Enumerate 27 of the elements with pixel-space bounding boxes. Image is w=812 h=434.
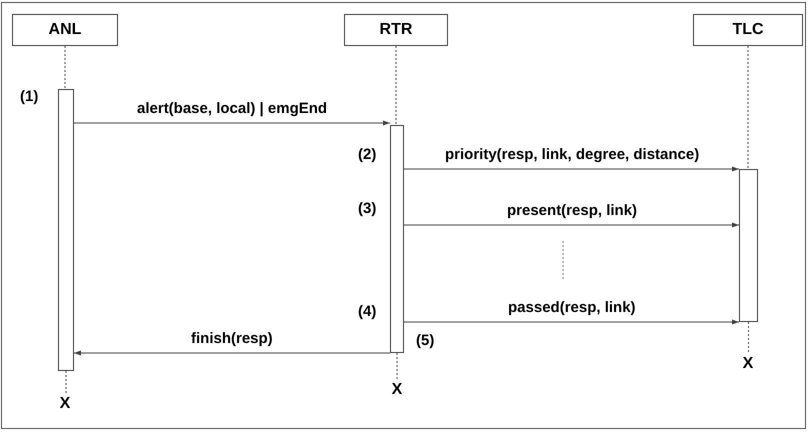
termination-mark: X bbox=[389, 380, 405, 400]
message-label: passed(resp, link) bbox=[506, 299, 638, 316]
step-number: (2) bbox=[358, 146, 376, 163]
lifeline bbox=[64, 46, 66, 90]
participant-box: TLC bbox=[693, 14, 803, 46]
activation-bar bbox=[390, 125, 404, 353]
message-arrow bbox=[74, 350, 390, 356]
step-number: (4) bbox=[358, 303, 376, 320]
participant-box: ANL bbox=[12, 14, 118, 46]
step-number: (5) bbox=[416, 332, 434, 349]
message-label: priority(resp, link, degree, distance) bbox=[443, 146, 702, 163]
message-arrow bbox=[404, 320, 740, 324]
participant-box: RTR bbox=[344, 14, 448, 46]
message-arrow bbox=[404, 166, 740, 172]
lifeline bbox=[748, 322, 749, 354]
message-arrow bbox=[74, 120, 390, 126]
message-label: present(resp, link) bbox=[505, 202, 640, 219]
message-label: finish(resp) bbox=[189, 330, 275, 347]
activation-bar bbox=[58, 89, 74, 371]
termination-mark: X bbox=[740, 354, 756, 374]
termination-mark: X bbox=[57, 394, 73, 414]
step-number: (1) bbox=[20, 88, 38, 105]
message-arrow bbox=[404, 222, 740, 228]
activation-bar bbox=[739, 169, 758, 322]
step-number: (3) bbox=[358, 200, 376, 217]
message-label: alert(base, local) | emgEnd bbox=[135, 100, 330, 117]
lifeline bbox=[396, 352, 398, 380]
